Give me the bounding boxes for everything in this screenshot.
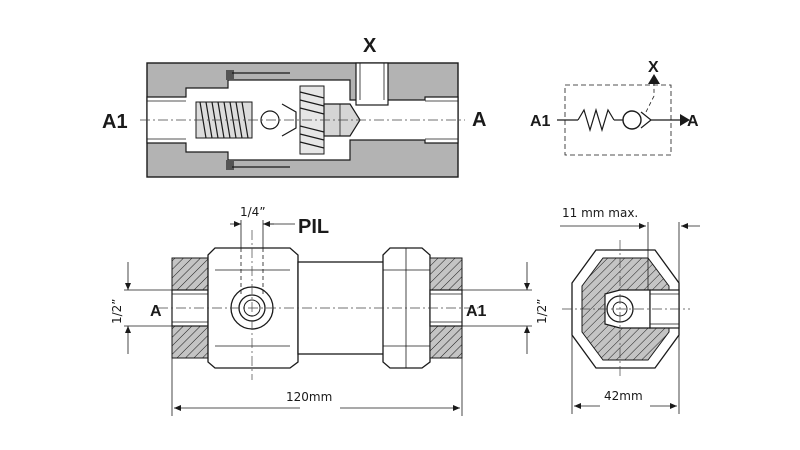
symbol-arrow-up [648,74,660,84]
section-port-a-label: A [472,109,486,131]
side-port-a-label: A [150,303,162,320]
symbol-spring [577,107,615,133]
end-view: 11 mm max. 42mm [560,206,700,414]
pilot-thread-label: 1/4” [240,205,266,219]
symbol-port-a-label: A [687,113,699,130]
right-thread-label: 1/2” [535,298,549,324]
side-view: 1/4” PIL 1/2” A 1/2” A1 120mm [110,205,549,416]
section-pilot-port [355,62,389,106]
section-view: A1 A X [102,35,486,178]
hydraulic-symbol: A1 A X [530,59,699,156]
symbol-port-a1-label: A1 [530,113,551,130]
symbol-port-x-label: X [648,59,659,76]
symbol-ball [622,110,642,130]
symbol-arrow-right [680,114,690,126]
section-port-x-label: X [363,35,377,57]
left-thread-label: 1/2” [110,298,124,324]
max-depth-label: 11 mm max. [562,206,638,220]
side-port-a1-label: A1 [466,303,487,320]
width-label: 42mm [604,389,643,403]
section-port-a1-label: A1 [102,111,128,133]
pilot-label: PIL [298,216,329,238]
length-label: 120mm [286,390,332,404]
